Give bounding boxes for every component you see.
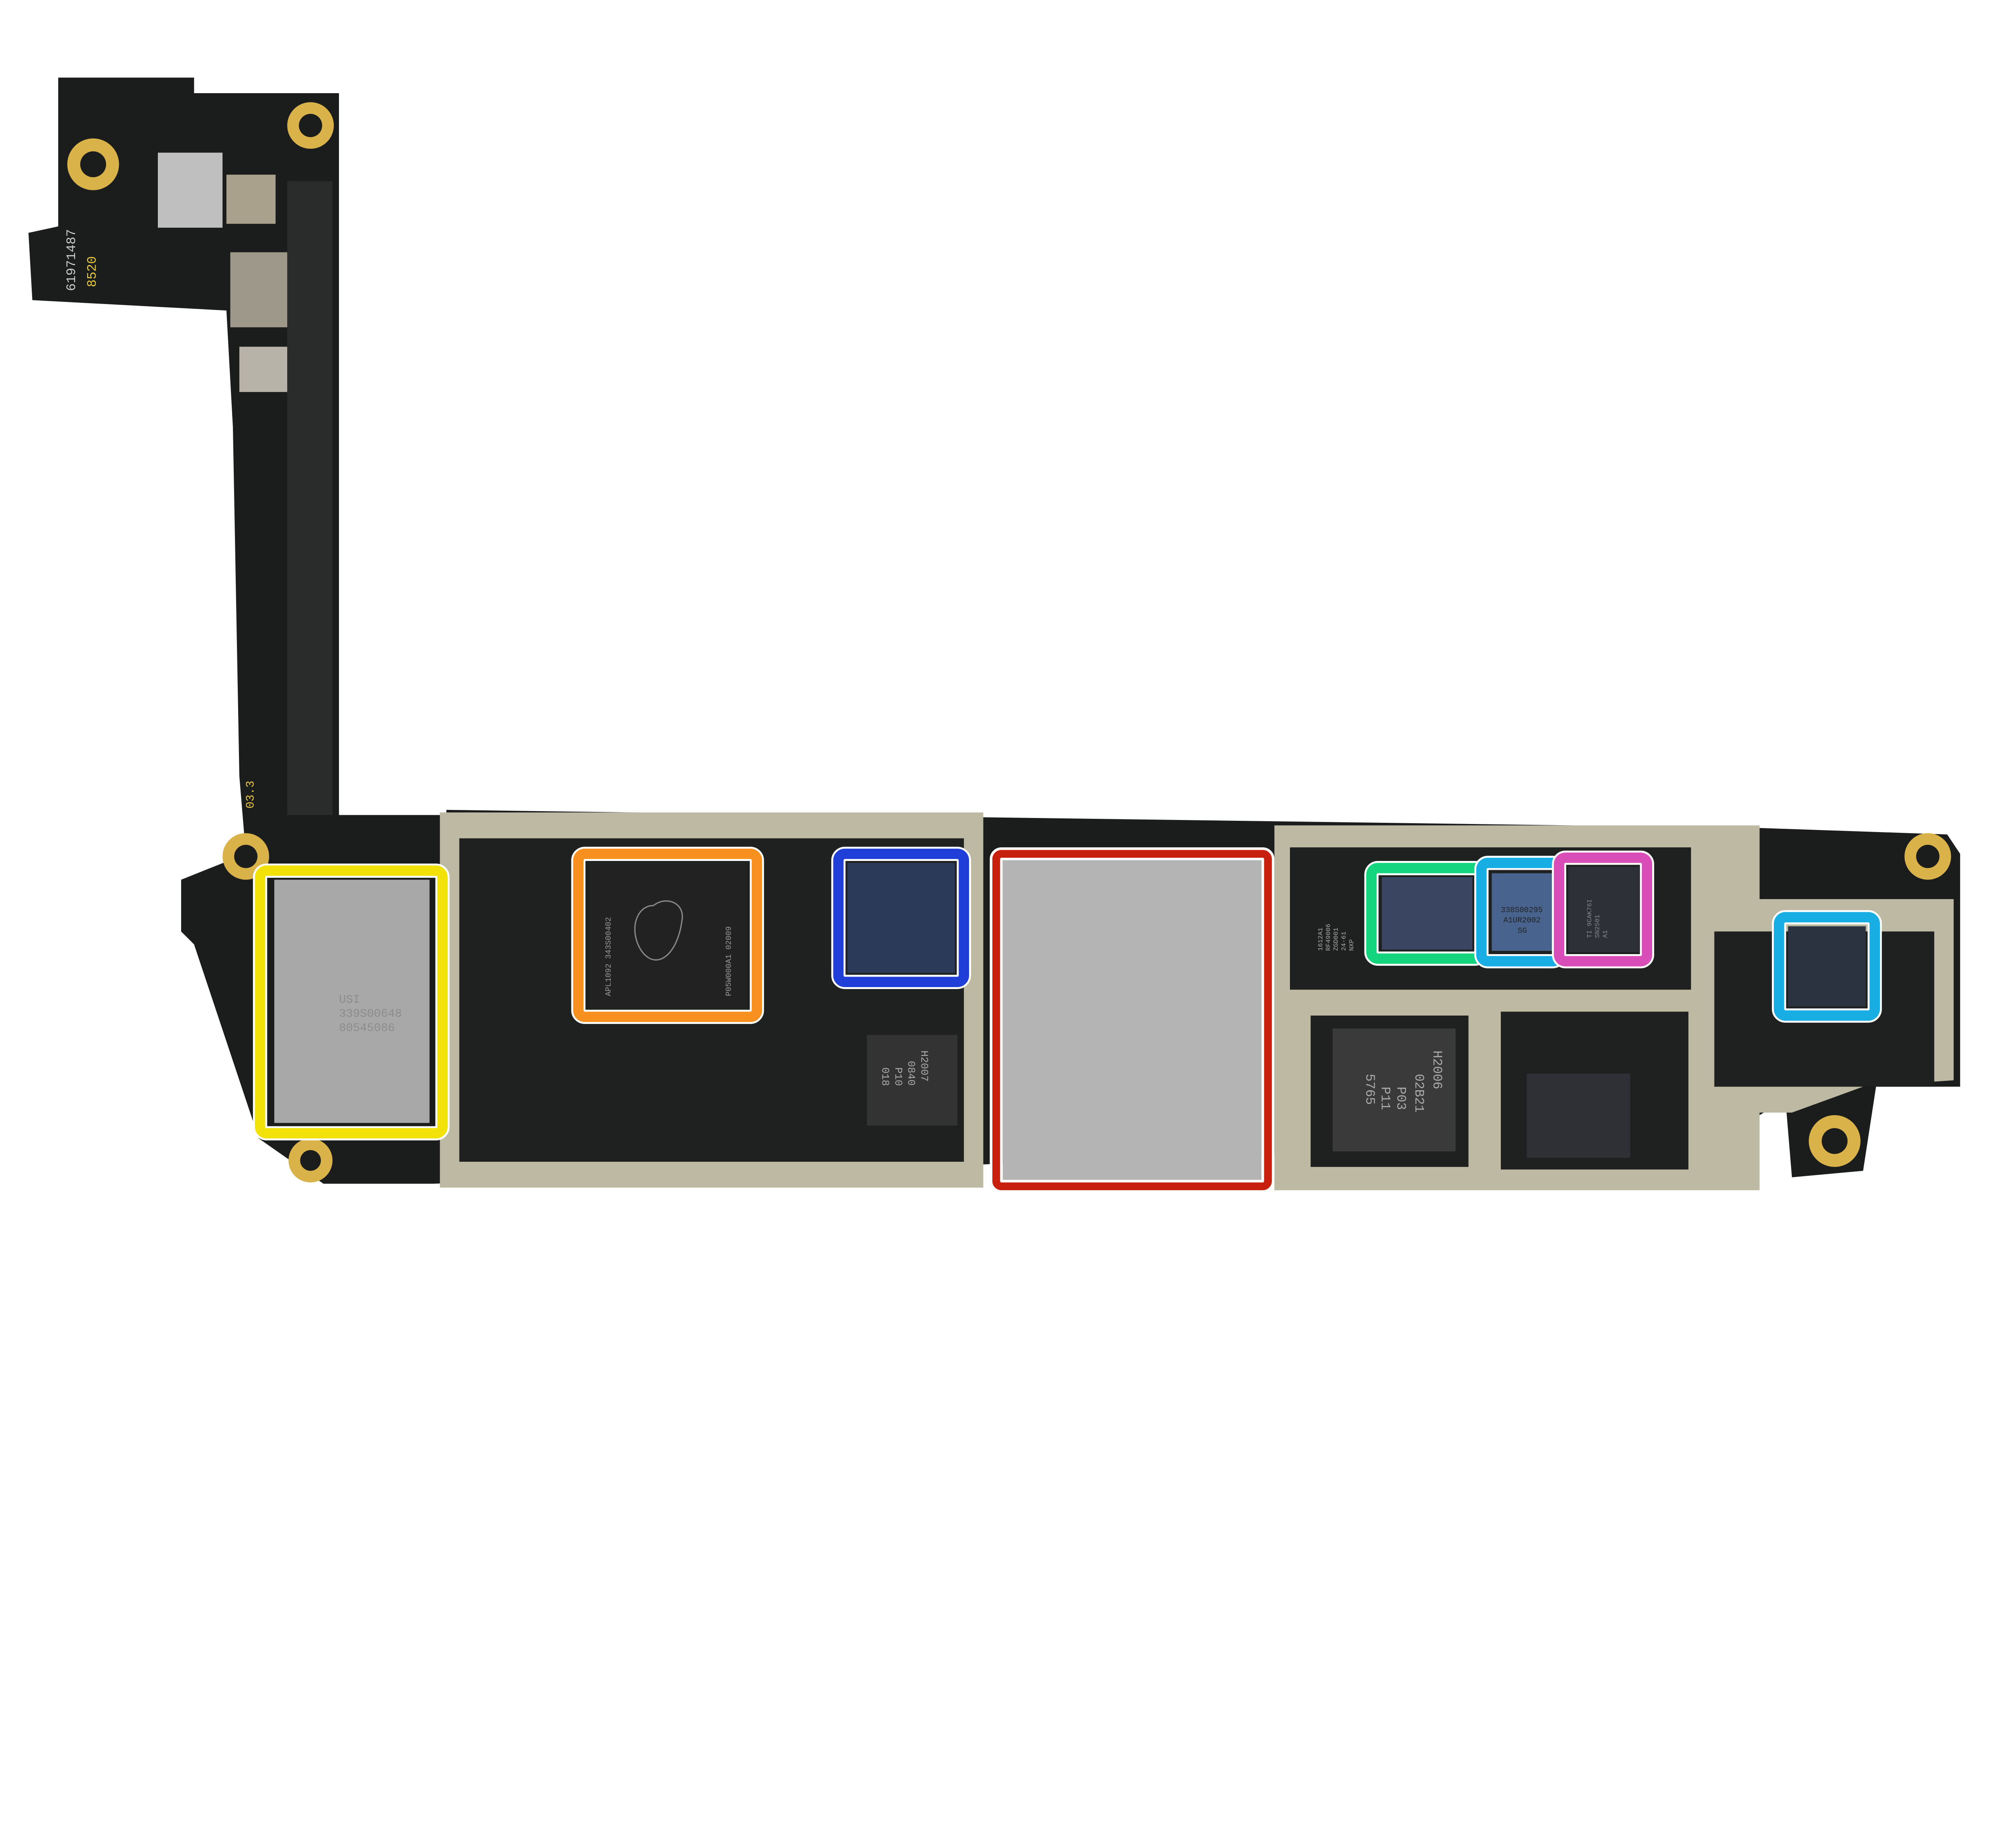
silkscreen-code: 8520: [85, 256, 100, 287]
pmic-text-4: P03: [1393, 1087, 1408, 1110]
nxp-text-3: ZGD001: [1333, 928, 1340, 951]
ti-text-3: A1: [1602, 930, 1609, 938]
pmic-text-1: H2006: [1430, 1050, 1445, 1089]
cyan-chip-text-2: A1UR2002: [1504, 916, 1541, 925]
a13-processor-chip: [588, 863, 747, 1008]
qorvo-chip: [1526, 1073, 1630, 1158]
highlight-yellow: [255, 865, 448, 1139]
ti-text-1: TI 9CAK76I: [1586, 899, 1594, 938]
audio-text-2: 0840: [905, 1061, 917, 1086]
apl-text-1: APL1092 343S00402: [604, 917, 613, 996]
nxp-text-4: 24-61: [1341, 932, 1348, 951]
usi-text-2: 339S00648: [339, 1007, 402, 1020]
top-components: [158, 153, 333, 815]
cyan-chip: [1492, 873, 1554, 951]
highlight-cyan-2: [1773, 912, 1880, 1021]
usi-module: [274, 879, 430, 1123]
magenta-chip: [1568, 867, 1639, 953]
apple-logo-icon: [634, 900, 683, 961]
logic-board-photo: 61971487 8520 03.3 USI 339S00648 8054508…: [28, 78, 1960, 1190]
apl-text-2: P05W000A1 02009: [724, 926, 733, 996]
highlight-magenta: [1554, 853, 1653, 967]
audio-text-4: 018: [879, 1067, 891, 1086]
nand-storage-chip: [1002, 860, 1262, 1180]
nxp-text-5: NXP: [1348, 939, 1355, 951]
usi-text-3: 80545086: [339, 1022, 395, 1035]
pmic-text-5: 02B21: [1411, 1074, 1426, 1113]
highlight-red: [992, 850, 1272, 1190]
pmic-chip: [1333, 1028, 1456, 1152]
cyan-chip-text-3: SG: [1518, 926, 1527, 935]
cyan-chip-text-1: 338S00295: [1501, 906, 1543, 914]
audio-text-1: H2007: [918, 1050, 930, 1081]
green-chip: [1382, 877, 1473, 950]
usi-text-1: USI: [339, 993, 360, 1006]
highlight-blue: [833, 849, 969, 987]
silkscreen-serial: 61971487: [64, 229, 79, 291]
nxp-text-2: RF49006: [1325, 924, 1332, 951]
pmic-text-2: 5765: [1362, 1074, 1377, 1105]
audio-chip: [867, 1035, 958, 1126]
nxp-text-1: 1612A1: [1317, 928, 1324, 951]
silkscreen-rev: 03.3: [244, 781, 257, 809]
cyan-2-chip: [1788, 926, 1866, 1007]
highlight-orange: [573, 849, 762, 1022]
pmic-text-3: P11: [1378, 1087, 1393, 1110]
ti-text-2: SN2501: [1594, 915, 1601, 938]
audio-text-3: P10: [892, 1067, 904, 1086]
blue-chip: [847, 863, 955, 973]
